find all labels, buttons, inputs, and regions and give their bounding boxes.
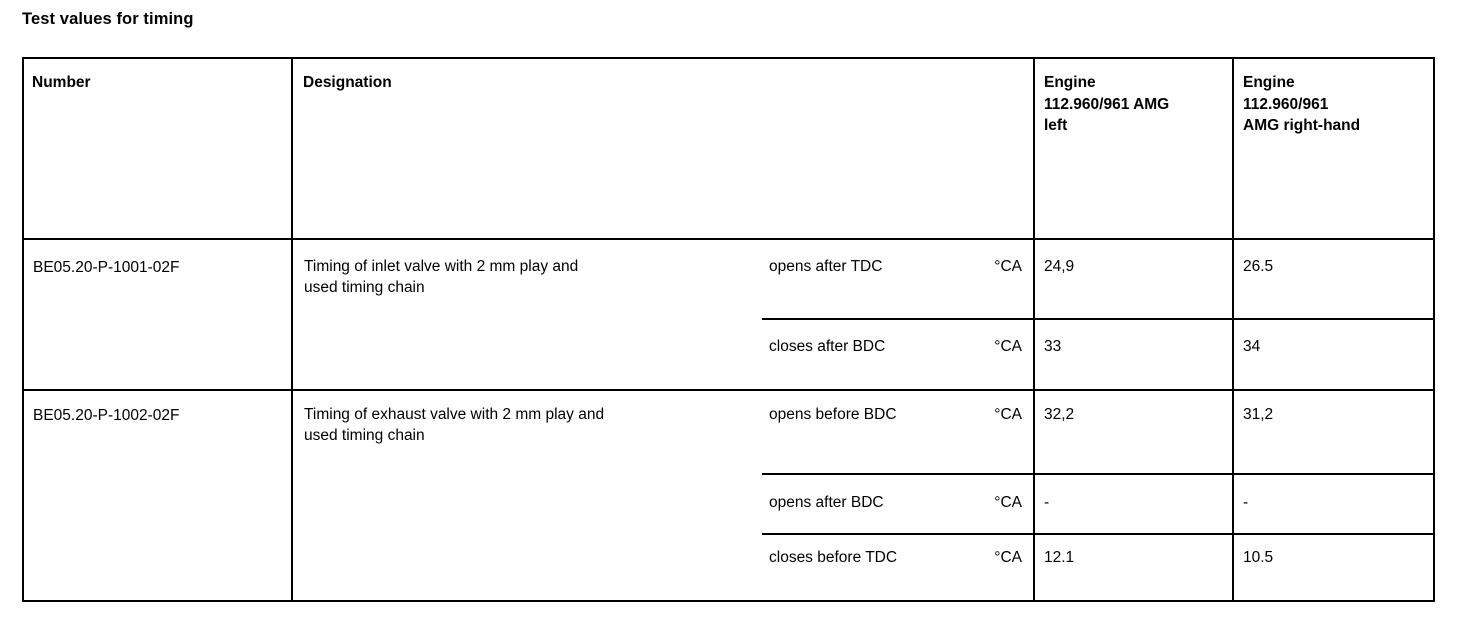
value-left-2-1: 32,2	[1044, 406, 1075, 423]
measurement-label-2-3: closes before TDC	[769, 549, 898, 566]
value-right-2-3: 10.5	[1243, 549, 1274, 566]
row-designation-2: Timing of exhaust valve with 2 mm play a…	[304, 406, 605, 444]
header-designation: Designation	[303, 74, 392, 91]
value-right-2-2: -	[1243, 494, 1249, 511]
measurement-label-2-1: opens before BDC	[769, 406, 897, 423]
value-right-1-2: 34	[1243, 338, 1261, 355]
value-right-2-1: 31,2	[1243, 406, 1274, 423]
row-designation-1: Timing of inlet valve with 2 mm play and…	[304, 258, 579, 296]
value-right-1-1: 26.5	[1243, 258, 1274, 275]
measurement-label-2-2: opens after BDC	[769, 494, 884, 511]
column-divider-label-left-value	[1033, 57, 1035, 602]
page-title: Test values for timing	[22, 10, 194, 28]
value-left-1-1: 24,9	[1044, 258, 1075, 275]
table-outer-border	[22, 57, 1435, 602]
subrow-divider-2-1	[762, 473, 1435, 475]
measurement-label-1-1: opens after TDC	[769, 258, 883, 275]
measurement-unit-2-2: °CA	[994, 494, 1022, 511]
column-divider-left-right-value	[1232, 57, 1234, 602]
value-left-1-2: 33	[1044, 338, 1062, 355]
row-number-2: BE05.20-P-1002-02F	[33, 407, 180, 424]
header-bottom-rule	[22, 238, 1435, 240]
measurement-label-1-2: closes after BDC	[769, 338, 886, 355]
header-number: Number	[32, 74, 91, 91]
measurement-unit-2-1: °CA	[994, 406, 1022, 423]
header-engine-right: Engine 112.960/961 AMG right-hand	[1243, 74, 1361, 134]
measurement-unit-2-3: °CA	[994, 549, 1022, 566]
row-number-1: BE05.20-P-1001-02F	[33, 259, 180, 276]
subrow-divider-1-1	[762, 318, 1435, 320]
column-divider-number-designation	[291, 57, 293, 602]
subrow-divider-2-2	[762, 533, 1435, 535]
value-left-2-2: -	[1044, 494, 1050, 511]
measurement-unit-1-1: °CA	[994, 258, 1022, 275]
value-left-2-3: 12.1	[1044, 549, 1075, 566]
row-divider-1	[22, 389, 1435, 391]
measurement-unit-1-2: °CA	[994, 338, 1022, 355]
header-engine-left: Engine 112.960/961 AMG left	[1044, 74, 1170, 134]
